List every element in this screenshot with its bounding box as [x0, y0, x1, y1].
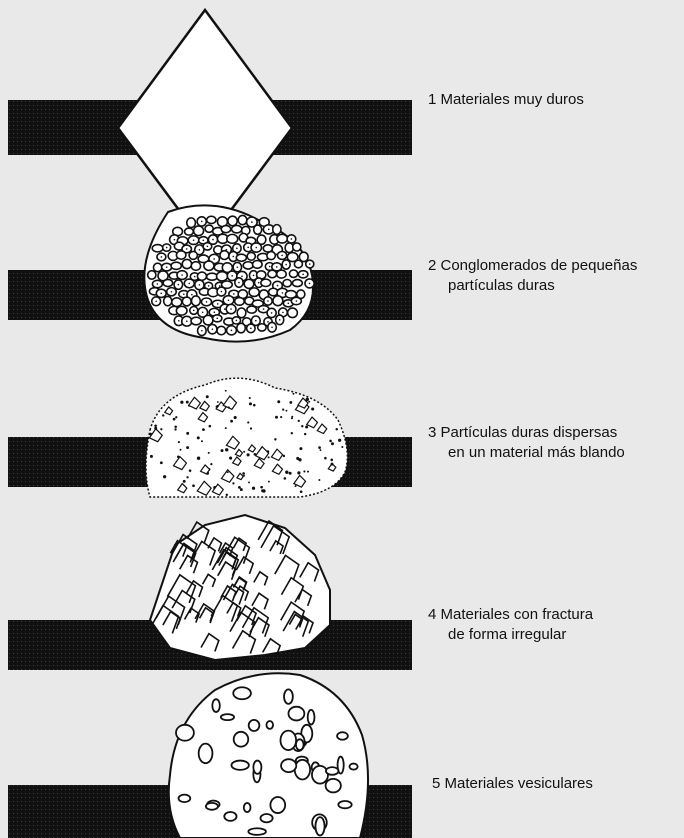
label-conglomerates: 2 Conglomerados de pequeñas partículas d… [428, 256, 637, 296]
label-very-hard: 1 Materiales muy duros [428, 90, 584, 110]
label-4-line-2: de forma irregular [428, 625, 593, 645]
irregular-fracture [150, 515, 330, 660]
label-3-line-1: 3 Partículas duras dispersas [428, 423, 625, 443]
label-3-line-2: en un material más blando [428, 443, 625, 463]
label-irregular-fracture: 4 Materiales con fractura de forma irreg… [428, 605, 593, 645]
label-5-line-1: 5 Materiales vesiculares [432, 774, 593, 794]
label-dispersed: 3 Partículas duras dispersas en un mater… [428, 423, 625, 463]
conglomerate-particles [144, 205, 314, 341]
label-4-line-1: 4 Materiales con fractura [428, 605, 593, 625]
label-vesicular: 5 Materiales vesiculares [432, 774, 593, 794]
label-1-line-1: 1 Materiales muy duros [428, 90, 584, 110]
label-2-line-1: 2 Conglomerados de pequeñas [428, 256, 637, 276]
label-2-line-2: partículas duras [428, 276, 637, 296]
dispersed-particles [146, 378, 347, 497]
vesicular-material [169, 673, 368, 838]
